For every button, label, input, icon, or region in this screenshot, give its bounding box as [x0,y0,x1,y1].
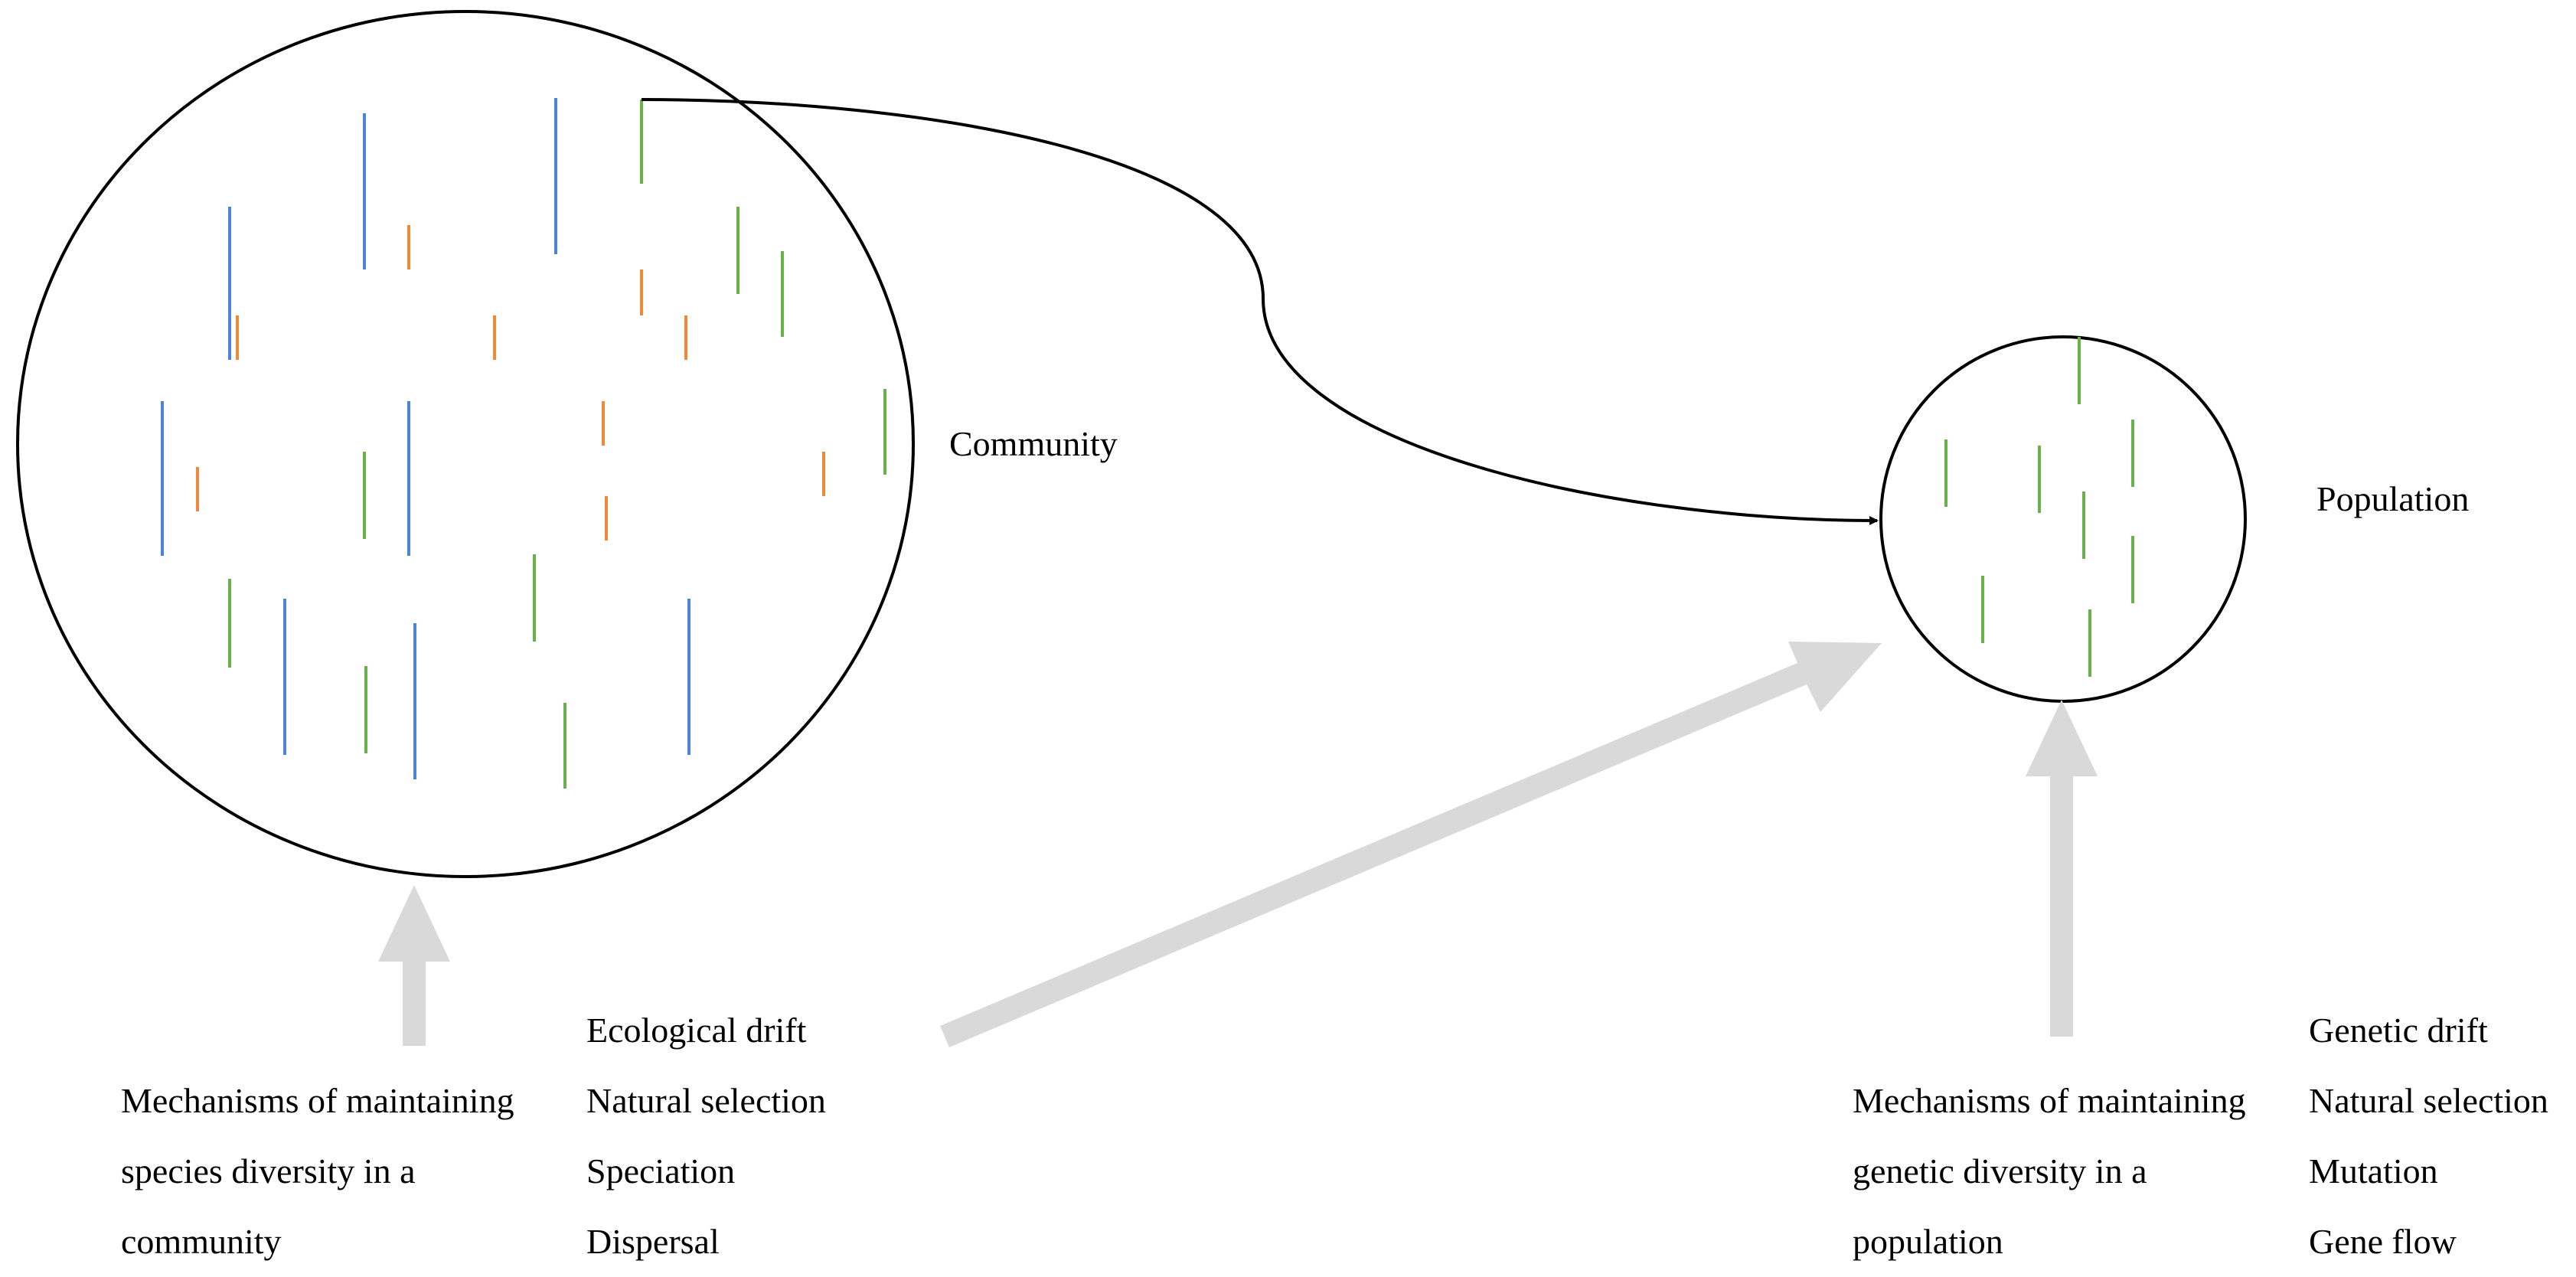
genetic-mechanism-item: Mutation [2309,1151,2438,1190]
genetic-mechanism-item: Natural selection [2309,1081,2548,1120]
community-individuals [161,98,886,789]
species-mechanism-item: Natural selection [586,1081,826,1120]
species-mechanism-item: Dispersal [586,1222,720,1261]
community-circle [16,10,915,878]
species-to-population-arrow [940,642,1882,1047]
grey-arrows [378,642,2098,1047]
genetic-mechanism-item: Gene flow [2309,1222,2457,1261]
genetic-mechanism-item: Genetic drift [2309,1011,2488,1050]
genetic-mechanisms-caption: Mechanisms of maintaining genetic divers… [1853,1081,2246,1261]
species-mechanism-item: Speciation [586,1151,736,1190]
population-circle [1879,335,2247,703]
species-mechanisms-caption: Mechanisms of maintaining species divers… [121,1081,514,1261]
genetic-mechanism-arrow [2026,700,2098,1037]
species-mechanism-arrow [378,885,450,1046]
species-mechanism-item: Ecological drift [586,1011,807,1050]
genetic-mechanisms-list: Genetic drift Natural selection Mutation… [2309,995,2548,1277]
community-label: Community [949,424,1118,463]
zoom-connector-line [641,98,1879,525]
population-label: Population [2316,479,2470,518]
population-individuals [1944,337,2134,677]
species-mechanisms-list: Ecological drift Natural selection Speci… [586,995,826,1277]
